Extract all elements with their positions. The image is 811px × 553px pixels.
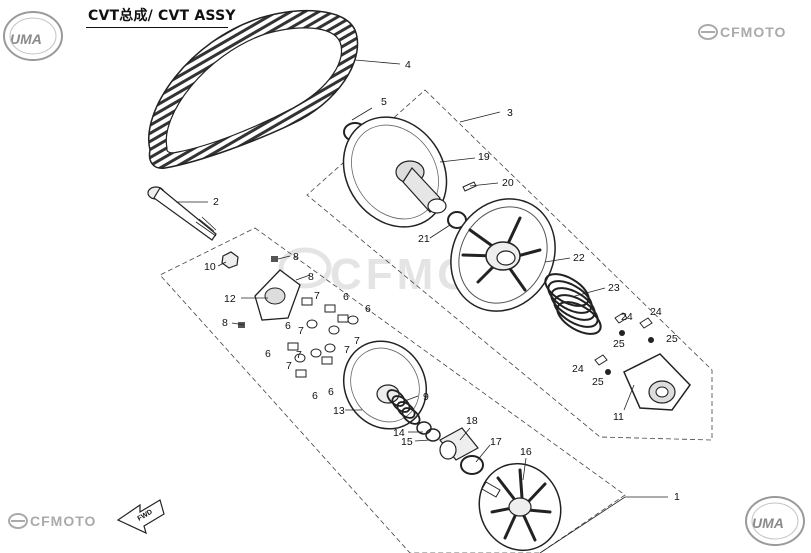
callout-25: 25: [666, 333, 678, 345]
callout-15: 15: [401, 436, 413, 448]
callout-14: 14: [393, 427, 405, 439]
callout-5: 5: [381, 96, 387, 108]
cfmoto-swoosh-icon-bottom: [8, 513, 28, 529]
clip-and-screw-set: [594, 312, 654, 375]
callout-3: 3: [507, 107, 513, 119]
callout-1: 1: [674, 491, 680, 503]
cfmoto-logo-top: CFMOTO: [720, 24, 787, 40]
callout-4: 4: [405, 59, 411, 71]
cfmoto-swoosh-icon-top: [698, 24, 718, 40]
diagram-title: CVT总成/ CVT ASSY: [88, 8, 236, 24]
cfmoto-watermark-icon: [278, 247, 332, 289]
cfmoto-logo-bottom: CFMOTO: [30, 513, 97, 529]
callout-20: 20: [502, 177, 514, 189]
ramp-plate: [254, 269, 301, 321]
callout-11: 11: [613, 411, 624, 423]
callout-6: 6: [265, 348, 271, 360]
uma-logo-top-icon: [3, 11, 63, 61]
callout-8: 8: [293, 251, 299, 263]
callout-7: 7: [298, 325, 304, 337]
drive-belt: [148, 10, 359, 169]
title-underline: [86, 27, 228, 28]
callout-21: 21: [418, 233, 430, 245]
callout-25: 25: [613, 338, 625, 350]
small-nut: [271, 256, 278, 262]
callout-18: 18: [466, 415, 478, 427]
callout-8: 8: [308, 271, 314, 283]
drive-pulley-group-outline: [159, 227, 626, 553]
uma-logo-bottom-text: UMA: [752, 515, 784, 531]
callout-10: 10: [204, 261, 216, 273]
center-bolt: [147, 186, 217, 241]
callout-7: 7: [296, 349, 302, 361]
washer: [425, 428, 441, 442]
callout-7: 7: [344, 344, 350, 356]
callout-labels: 1 2 3 4 5 6 6 6 6 6 6 7 7 7 7 7 7 8 8 8 …: [204, 59, 680, 503]
callout-9: 9: [423, 391, 429, 403]
roller-weights: [287, 297, 359, 378]
callout-19: 19: [478, 151, 490, 163]
callout-24: 24: [572, 363, 584, 375]
callout-17: 17: [490, 436, 502, 448]
callout-8: 8: [222, 317, 228, 329]
callout-22: 22: [573, 252, 585, 264]
leader-lines: [176, 59, 668, 553]
washer: [416, 421, 432, 435]
callout-6: 6: [343, 291, 349, 303]
callout-7: 7: [286, 360, 292, 372]
callout-6: 6: [328, 386, 334, 398]
callout-7: 7: [314, 290, 320, 302]
fwd-arrow-icon: [116, 499, 165, 535]
one-way-bearing: [439, 427, 479, 461]
callout-24: 24: [650, 306, 662, 318]
bearing-ring: [460, 455, 484, 475]
movable-driven-sheave: [450, 198, 556, 312]
callout-6: 6: [285, 320, 291, 332]
callout-12: 12: [224, 293, 236, 305]
callout-24: 24: [621, 311, 633, 323]
lock-nut: [221, 251, 239, 269]
callout-7: 7: [354, 335, 360, 347]
uma-logo-bottom-icon: [745, 496, 805, 546]
fixed-driven-sheave: [342, 116, 448, 228]
driven-spring: [544, 273, 602, 335]
callout-23: 23: [608, 282, 620, 294]
callout-6: 6: [312, 390, 318, 402]
callout-25: 25: [592, 376, 604, 388]
guide-pin: [462, 181, 477, 192]
drive-spring: [386, 389, 421, 425]
callout-16: 16: [520, 446, 532, 458]
driven-cam: [623, 353, 691, 411]
uma-logo-top-text: UMA: [10, 31, 42, 47]
callout-6: 6: [365, 303, 371, 315]
small-nut: [238, 322, 245, 328]
callout-13: 13: [333, 405, 345, 417]
callout-2: 2: [213, 196, 219, 208]
fixed-drive-sheave: [478, 462, 562, 552]
